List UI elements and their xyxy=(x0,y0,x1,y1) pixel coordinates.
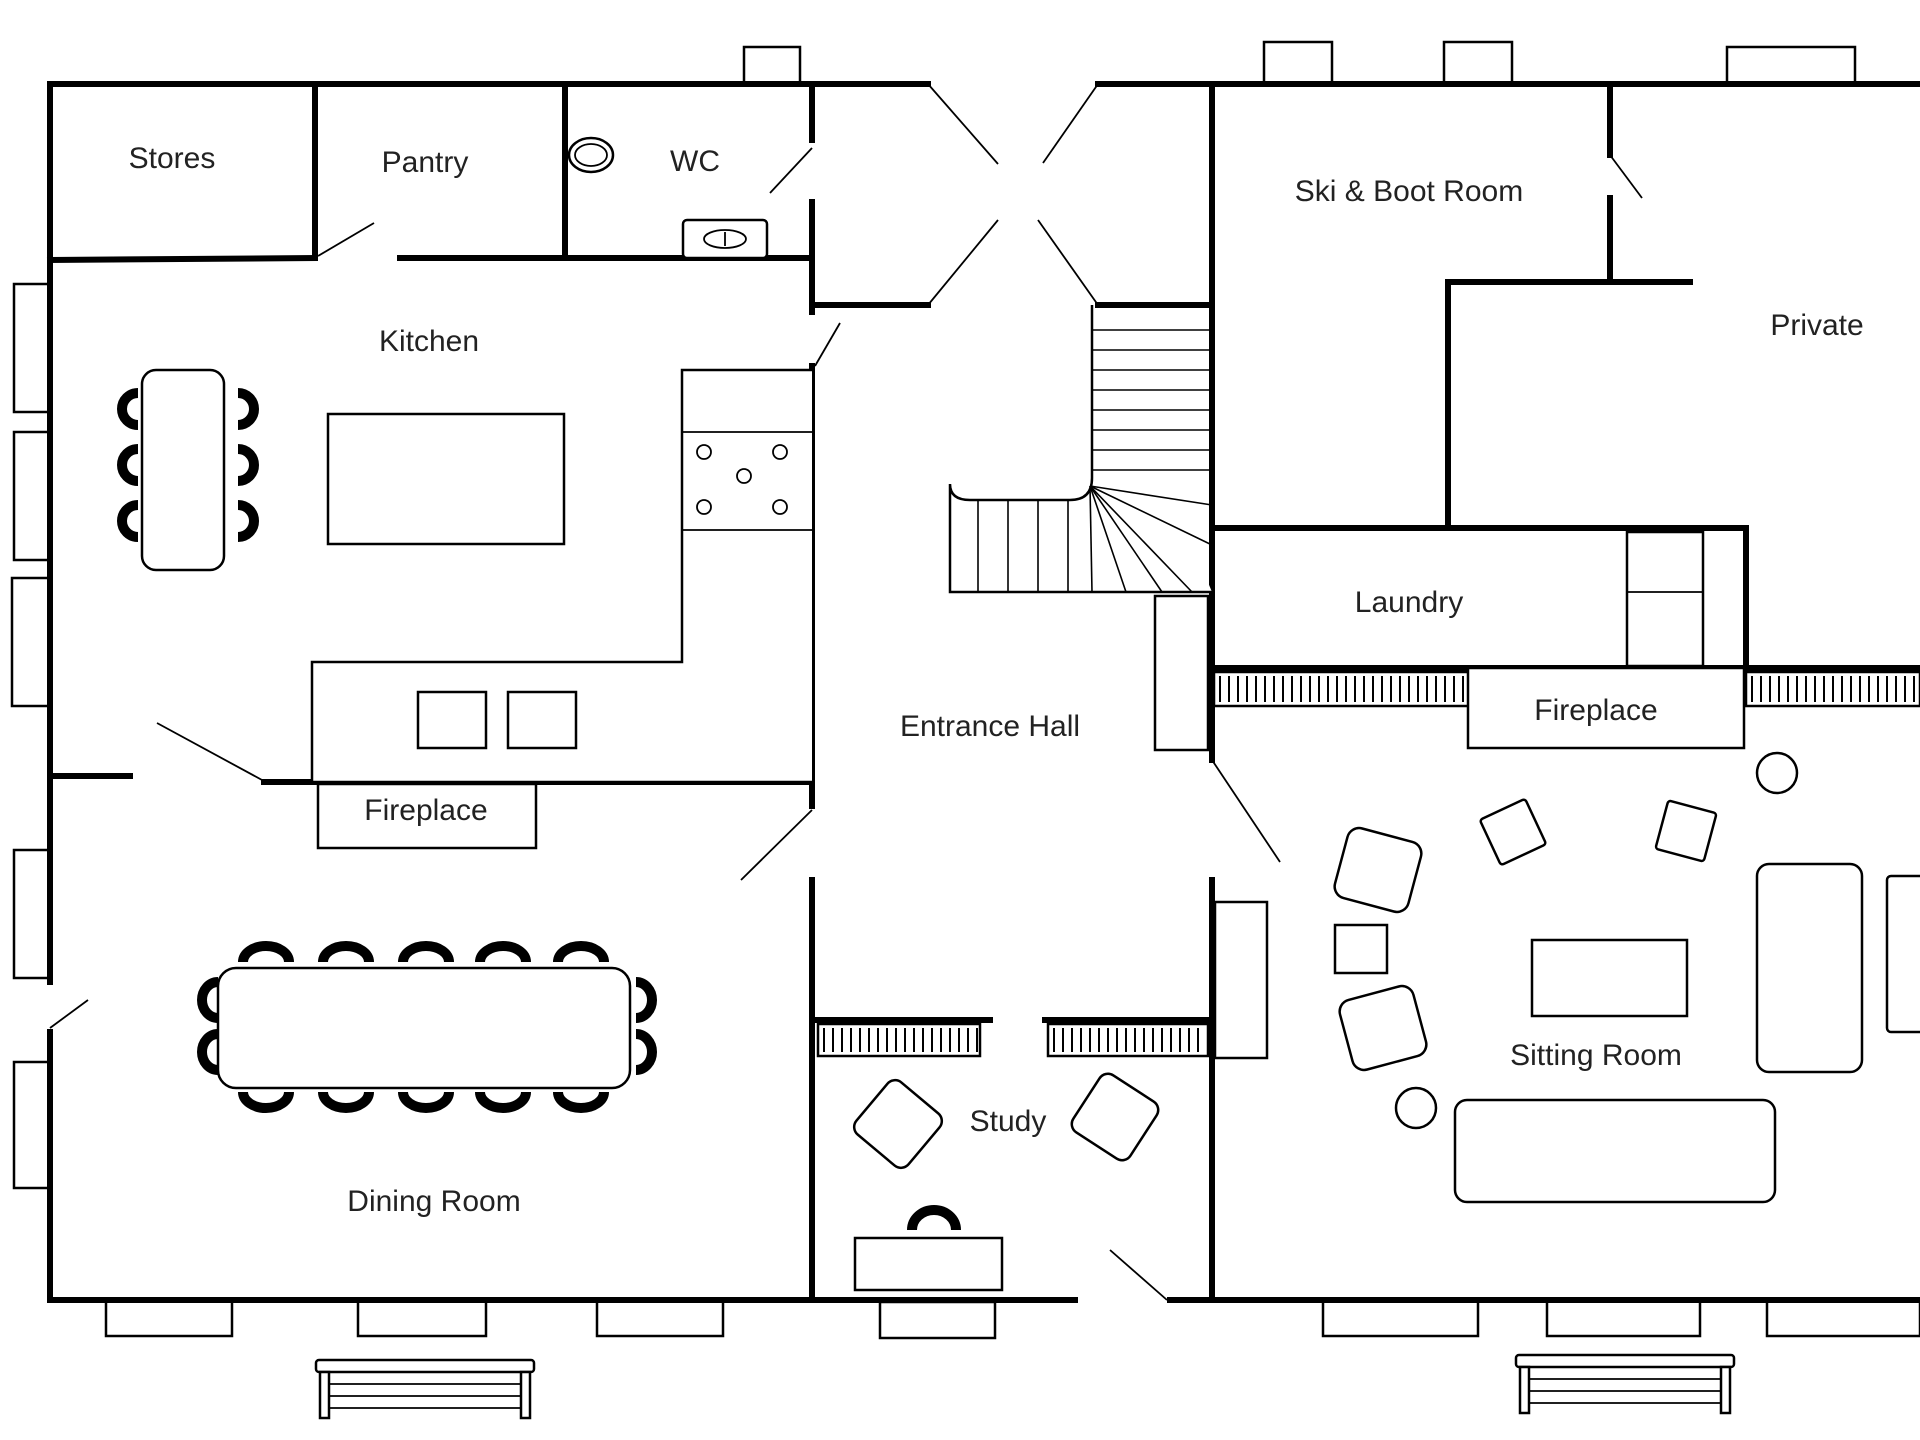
radiators xyxy=(816,670,1920,1058)
label-laundry: Laundry xyxy=(1355,586,1463,619)
hall-cabinet xyxy=(1153,594,1210,752)
tread-line xyxy=(1089,485,1213,546)
label-kitchen-fireplace: Fireplace xyxy=(364,794,487,827)
label-dining-room: Dining Room xyxy=(347,1185,520,1218)
tread-line xyxy=(1089,485,1127,593)
label-pantry: Pantry xyxy=(382,146,469,179)
kitchen-table xyxy=(117,368,259,572)
hob-burners xyxy=(696,444,788,515)
bench-west xyxy=(314,1358,536,1420)
wc-fittings xyxy=(567,136,769,260)
tread-line xyxy=(1089,485,1093,593)
coffee-table xyxy=(1530,938,1689,1018)
tread-line xyxy=(1089,485,1163,593)
label-stores: Stores xyxy=(129,142,216,175)
kitchen-fireplace xyxy=(316,782,538,850)
dining-table xyxy=(197,941,657,1113)
sink-left xyxy=(416,690,488,750)
staircase xyxy=(948,305,1213,594)
sink-right xyxy=(506,690,578,750)
label-wc: WC xyxy=(670,145,720,178)
study-cabinet xyxy=(1213,900,1269,1060)
room-labels: Stores Pantry WC Kitchen Fireplace Dinin… xyxy=(129,142,1864,1218)
sitting-fireplace xyxy=(1466,666,1746,750)
study-furniture xyxy=(852,1072,1160,1292)
label-sitting-fireplace: Fireplace xyxy=(1534,694,1657,727)
tread-line xyxy=(1089,485,1193,593)
laundry-cupboard xyxy=(1625,530,1705,668)
hall-fittings xyxy=(1153,530,1705,1060)
label-kitchen: Kitchen xyxy=(379,325,479,358)
sitting-room-furniture xyxy=(1333,751,1920,1204)
kitchen-fittings xyxy=(117,368,812,850)
label-sitting-room: Sitting Room xyxy=(1510,1039,1682,1072)
kitchen-island xyxy=(326,412,566,546)
door-swings xyxy=(49,83,1643,1301)
tread-line xyxy=(1089,485,1213,506)
study-desk xyxy=(853,1236,1004,1292)
label-entrance-hall: Entrance Hall xyxy=(900,710,1080,743)
label-ski-boot-room: Ski & Boot Room xyxy=(1295,175,1523,208)
bench-east xyxy=(1514,1353,1736,1415)
sofa-bottom xyxy=(1453,1098,1777,1204)
label-study: Study xyxy=(970,1105,1047,1138)
label-private: Private xyxy=(1770,309,1863,342)
windows xyxy=(10,40,1920,1340)
sofa-right xyxy=(1755,862,1864,1074)
